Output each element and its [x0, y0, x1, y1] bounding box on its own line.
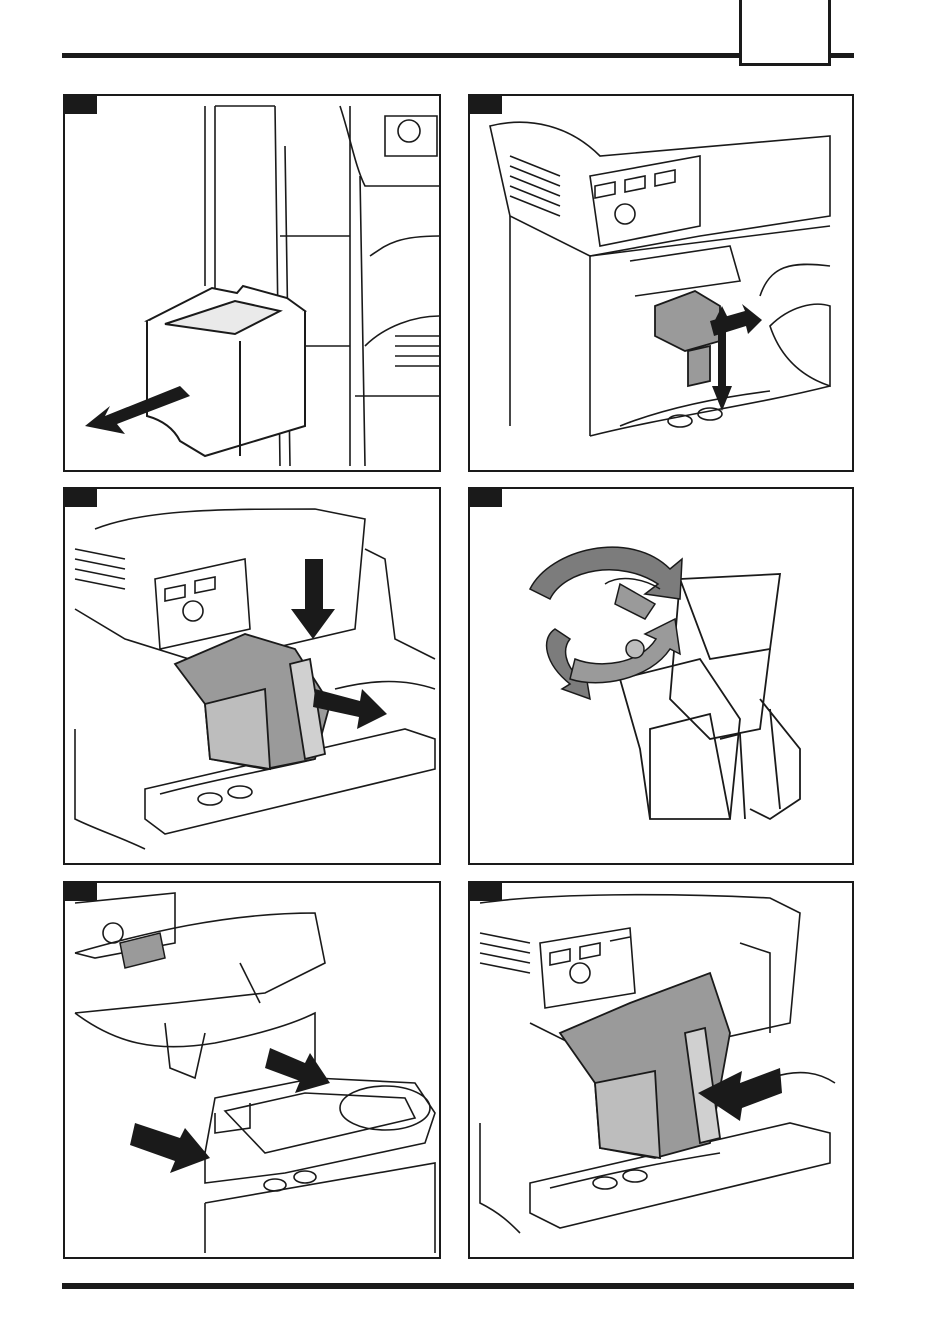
- figure-6-insert-brew-unit: [468, 881, 854, 1259]
- figure-1-remove-drawer: [63, 94, 441, 472]
- figure-3-number-badge: [65, 489, 97, 507]
- figure-3-illustration: [65, 489, 439, 863]
- header-rule: [62, 53, 854, 58]
- figure-4-number-badge: [470, 489, 502, 507]
- figure-2-number-badge: [470, 96, 502, 114]
- figure-1-illustration: [65, 96, 439, 470]
- figure-6-number-badge: [470, 883, 502, 901]
- footer-rule: [62, 1283, 854, 1289]
- figure-6-illustration: [470, 883, 852, 1257]
- figure-2-illustration: [470, 96, 852, 470]
- figure-5-number-badge: [65, 883, 97, 901]
- figure-4-illustration: [470, 489, 852, 863]
- figure-5-illustration: [65, 883, 439, 1257]
- figure-1-number-badge: [65, 96, 97, 114]
- figure-3-remove-brew-unit: [63, 487, 441, 865]
- figure-4-rotate-knob: [468, 487, 854, 865]
- figure-2-adjust-dispenser: [468, 94, 854, 472]
- page-tab: [739, 0, 831, 66]
- figure-5-remove-drip-tray: [63, 881, 441, 1259]
